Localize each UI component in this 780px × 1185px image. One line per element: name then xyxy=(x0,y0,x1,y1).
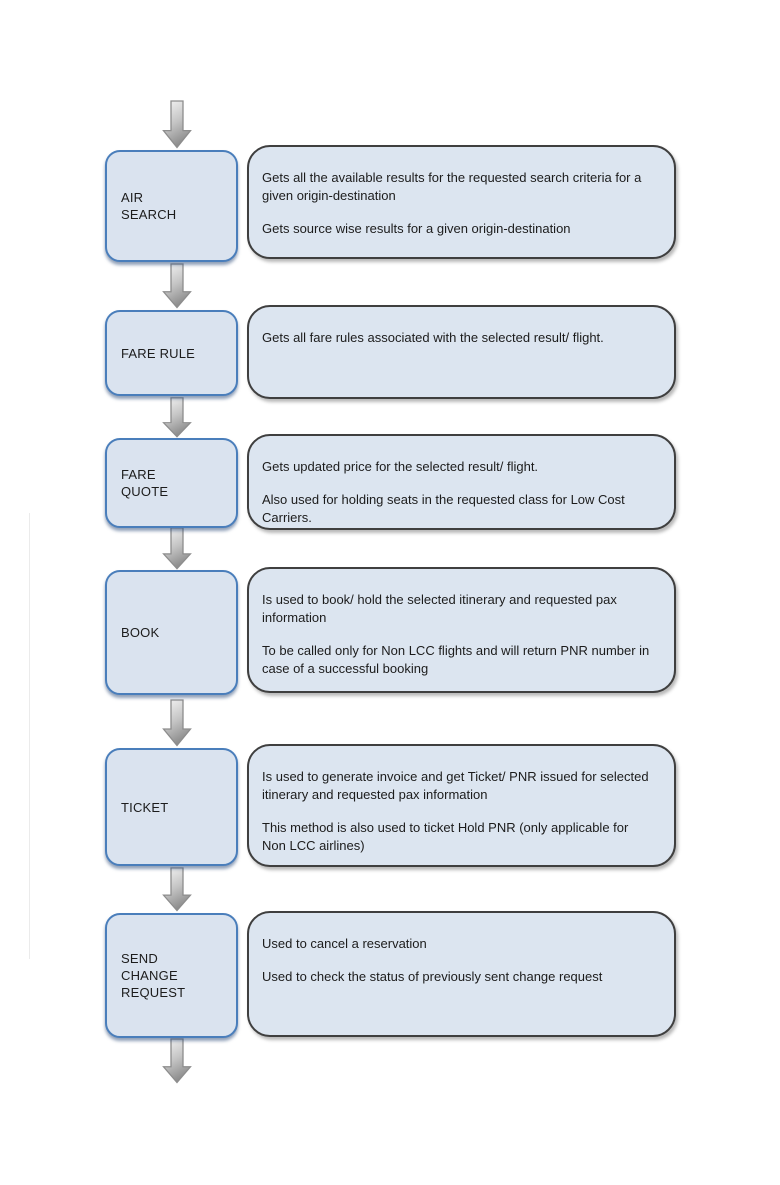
flow-node-label: SEND CHANGE REQUEST xyxy=(121,951,186,1000)
desc-paragraph: This method is also used to ticket Hold … xyxy=(262,820,629,853)
flow-node-label: FARE RULE xyxy=(121,345,196,361)
desc-paragraph: Used to check the status of previously s… xyxy=(262,969,603,984)
flow-node-fare-rule: FARE RULE xyxy=(105,310,238,396)
flow-desc-book: Is used to book/ hold the selected itine… xyxy=(247,567,676,693)
flow-node-air-search: AIR SEARCH xyxy=(105,150,238,262)
flow-desc-send-change-request: Used to cancel a reservation Used to che… xyxy=(247,911,676,1037)
desc-paragraph: Gets updated price for the selected resu… xyxy=(262,459,539,474)
flow-node-fare-quote: FARE QUOTE xyxy=(105,438,238,528)
down-arrow-icon xyxy=(162,1038,192,1084)
flow-node-label: FARE QUOTE xyxy=(121,467,169,499)
down-arrow-icon xyxy=(162,100,192,149)
desc-paragraph: Is used to generate invoice and get Tick… xyxy=(262,769,649,802)
flow-node-label: BOOK xyxy=(121,625,160,640)
flow-desc-ticket: Is used to generate invoice and get Tick… xyxy=(247,744,676,867)
desc-paragraph: Used to cancel a reservation xyxy=(262,936,427,951)
page-edge-line xyxy=(29,513,30,959)
desc-paragraph: Also used for holding seats in the reque… xyxy=(262,492,625,525)
flow-node-label: AIR SEARCH xyxy=(121,190,177,222)
desc-paragraph: Gets source wise results for a given ori… xyxy=(262,221,571,236)
desc-paragraph: Gets all fare rules associated with the … xyxy=(262,330,604,345)
flow-desc-fare-rule: Gets all fare rules associated with the … xyxy=(247,305,676,399)
down-arrow-icon xyxy=(162,527,192,570)
flow-node-ticket: TICKET xyxy=(105,748,238,866)
down-arrow-icon xyxy=(162,263,192,309)
down-arrow-icon xyxy=(162,699,192,747)
down-arrow-icon xyxy=(162,867,192,912)
flow-node-label: TICKET xyxy=(121,799,169,815)
flow-desc-fare-quote: Gets updated price for the selected resu… xyxy=(247,434,676,530)
desc-paragraph: Gets all the available results for the r… xyxy=(262,170,642,203)
desc-paragraph: To be called only for Non LCC flights an… xyxy=(262,643,650,676)
desc-paragraph: Is used to book/ hold the selected itine… xyxy=(262,592,617,625)
down-arrow-icon xyxy=(162,397,192,438)
flow-desc-air-search: Gets all the available results for the r… xyxy=(247,145,676,259)
flow-node-send-change-request: SEND CHANGE REQUEST xyxy=(105,913,238,1038)
flow-node-book: BOOK xyxy=(105,570,238,695)
